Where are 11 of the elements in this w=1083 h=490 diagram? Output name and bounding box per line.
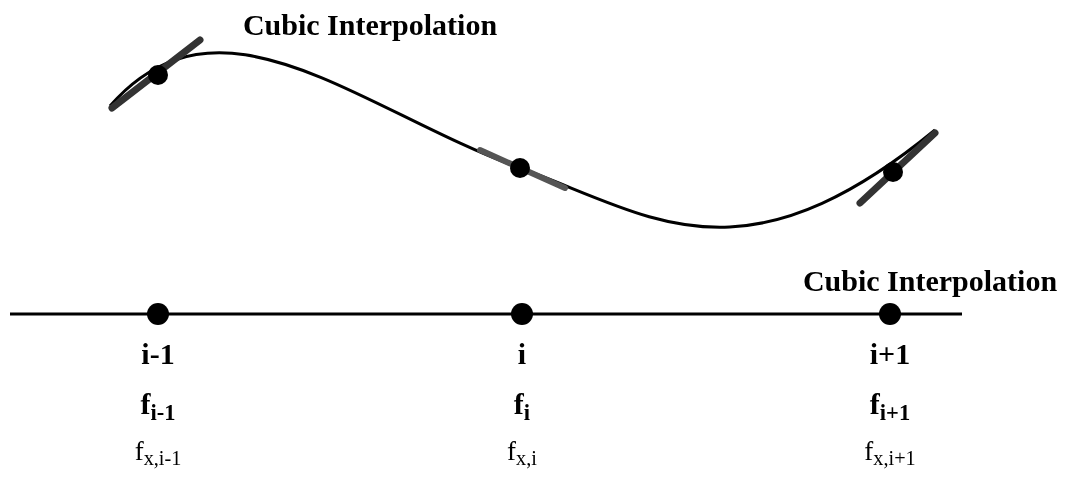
curve-label: Cubic Interpolation <box>802 263 1058 299</box>
function-value-label: f$_{i-1}$ <box>140 386 176 423</box>
derivative-label: f$_{x,i+1}$ <box>864 435 916 469</box>
function-value-label: f$_{i+1}$ <box>869 386 911 423</box>
derivative-label: f$_{x,i-1}$ <box>134 435 182 469</box>
node-index-label: i <box>517 336 527 372</box>
node-index-label: i-1 <box>141 336 175 372</box>
node-index-label: i+1 <box>869 336 911 372</box>
derivative-label: f$_{x,i}$ <box>507 435 537 469</box>
function-value-label: f$_{i}$ <box>513 386 531 423</box>
diagram-title: Cubic Interpolation <box>242 7 498 43</box>
